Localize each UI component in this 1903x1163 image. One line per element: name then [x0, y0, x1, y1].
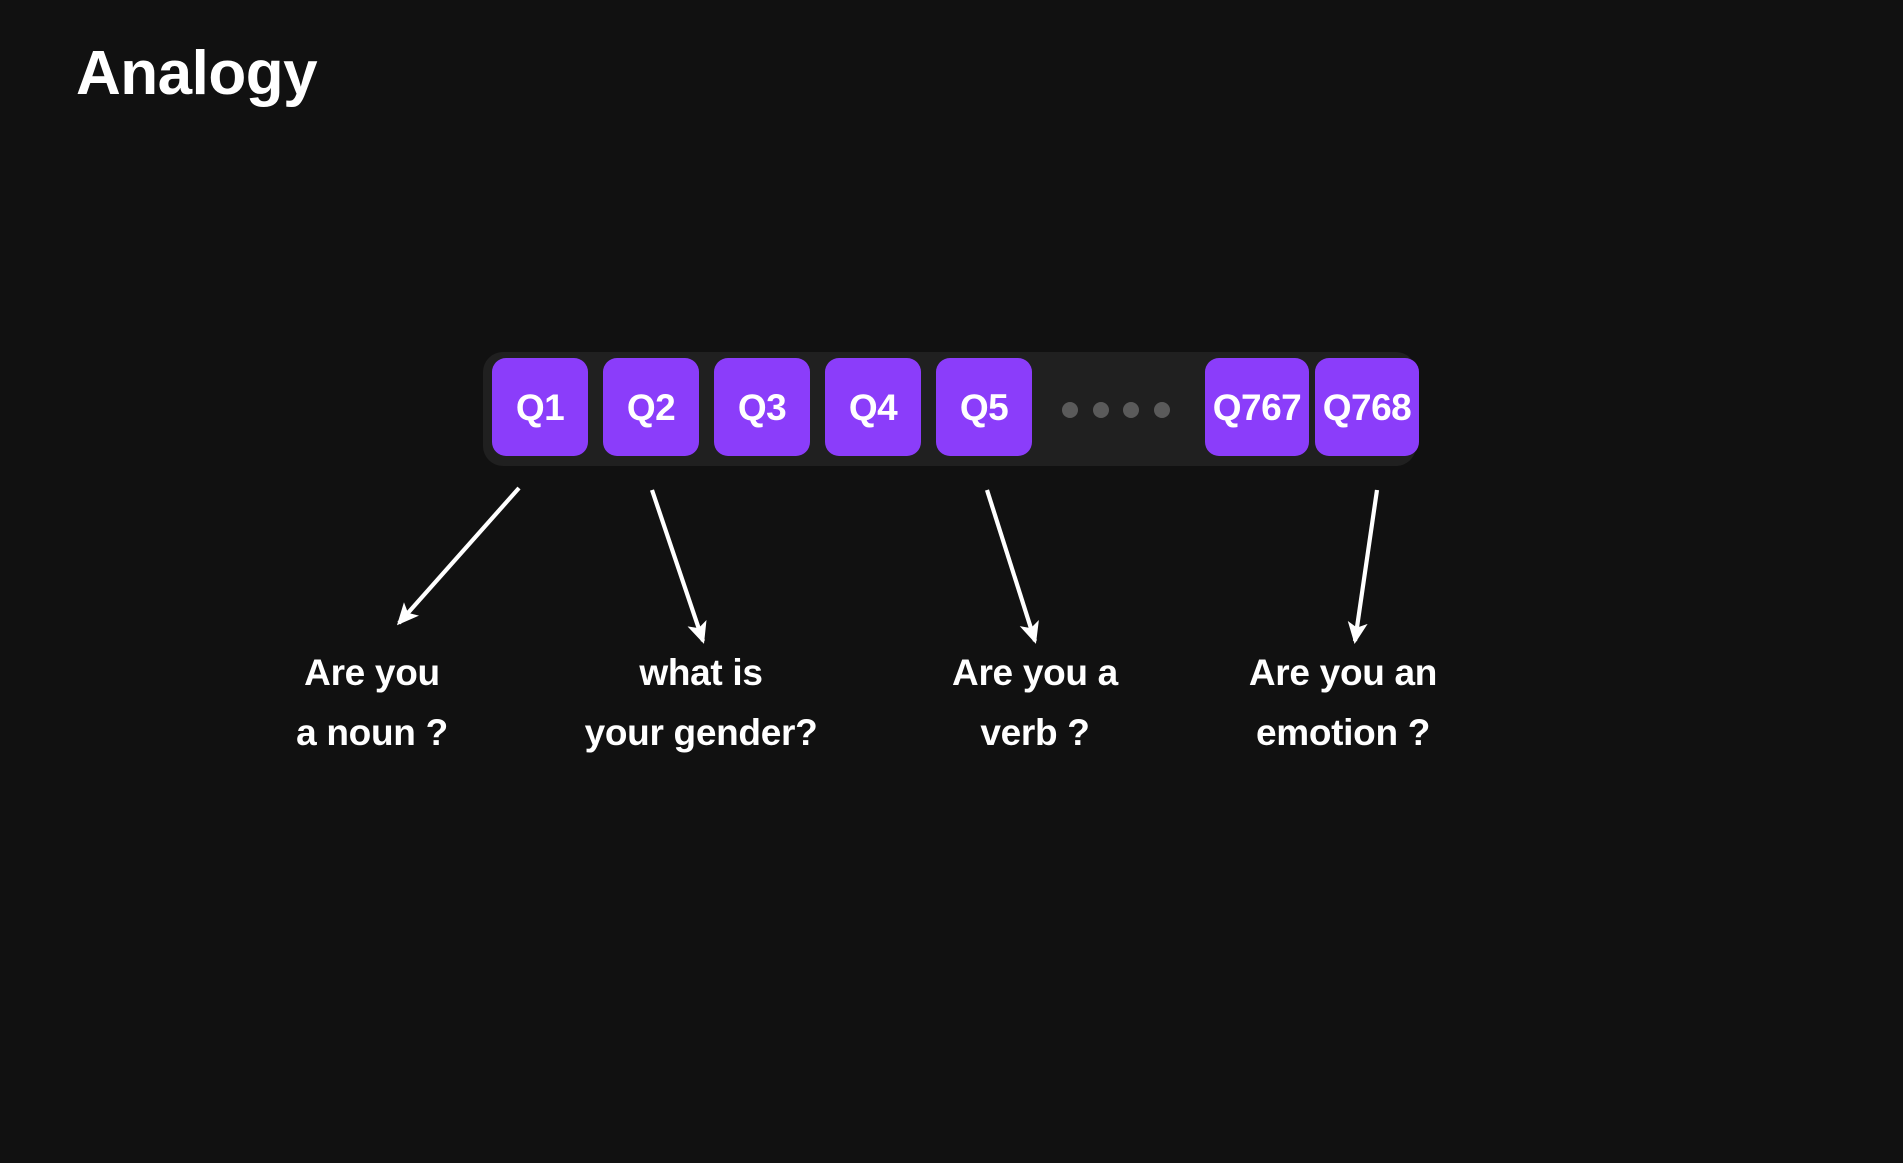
ellipsis-dot — [1123, 402, 1140, 418]
annotation-arrows — [396, 486, 1380, 645]
annotation-q5: Are you a verb ? — [952, 652, 1118, 753]
annotation-q2: what is your gender? — [584, 652, 818, 753]
token-chip-q2[interactable]: Q2 — [603, 358, 699, 456]
annotation-q768-arrow — [1347, 489, 1380, 645]
token-chip-q767[interactable]: Q767 — [1205, 358, 1309, 456]
ellipsis-dot — [1092, 402, 1109, 418]
ellipsis-dot — [1062, 402, 1078, 418]
token-chip-q3[interactable]: Q3 — [714, 358, 810, 456]
annotation-q1-arrow — [396, 486, 521, 626]
ellipsis-dot — [1153, 402, 1170, 418]
token-chip-q1[interactable]: Q1 — [492, 358, 588, 456]
annotation-q768: Are you an emotion ? — [1248, 652, 1438, 753]
token-chip-q5[interactable]: Q5 — [936, 358, 1032, 456]
annotation-q1: Are you a noun ? — [296, 652, 448, 753]
annotation-q5-arrow — [984, 489, 1039, 644]
token-chip-q768[interactable]: Q768 — [1315, 358, 1419, 456]
annotation-q2-arrow — [650, 489, 707, 644]
ellipsis-dots — [1062, 402, 1170, 418]
page-title: Analogy — [76, 39, 318, 108]
token-chip-q4[interactable]: Q4 — [825, 358, 921, 456]
